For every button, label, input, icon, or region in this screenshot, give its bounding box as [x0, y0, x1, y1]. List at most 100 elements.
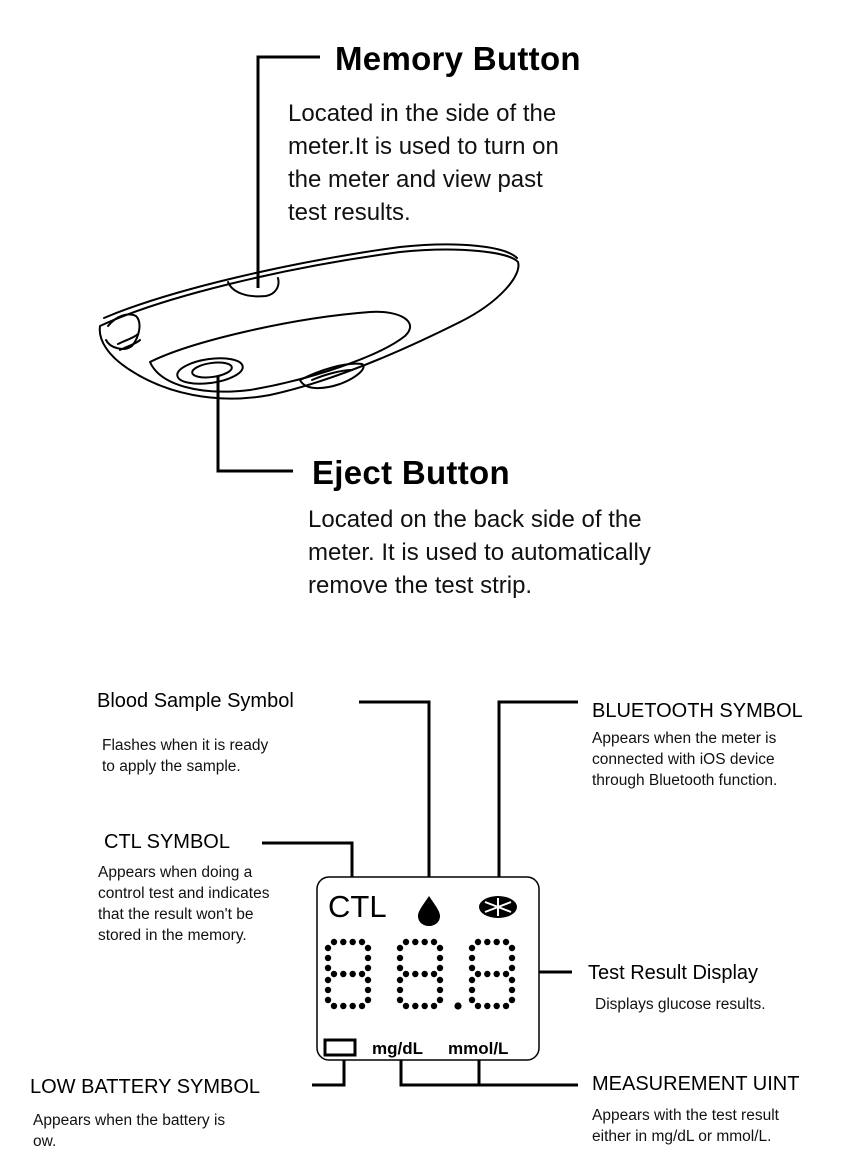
- blood-drop-icon: [418, 896, 440, 926]
- lcd-segment-dot: [340, 970, 347, 978]
- lcd-segment-dot: [474, 938, 482, 946]
- lcd-segment-dot: [436, 964, 444, 972]
- lcd-segment-dot: [324, 976, 332, 984]
- battery-leader-line: [312, 1058, 346, 1087]
- result-line: Displays glucose results.: [595, 996, 766, 1013]
- lcd-segment-dot: [340, 938, 347, 946]
- lcd-segment-dot: [364, 986, 372, 994]
- lcd-segment-dot: [412, 938, 419, 946]
- memory-button-shape: [227, 277, 280, 298]
- lcd-segment-dot: [508, 976, 516, 984]
- unit-line: either in mg/dL or mmol/L.: [592, 1128, 772, 1145]
- lcd-segment-dot: [412, 970, 419, 978]
- lcd-segment-dot: [358, 1002, 366, 1010]
- lcd-segment-dot: [436, 954, 444, 962]
- lcd-segment-dot: [402, 1002, 410, 1010]
- unit-title: MEASUREMENT UINT: [592, 1073, 800, 1095]
- unit-leader-line: [399, 1058, 578, 1087]
- result-title: Test Result Display: [588, 962, 759, 984]
- ctl-leader-line: [262, 841, 354, 880]
- eject-line: remove the test strip.: [308, 572, 533, 599]
- lcd-segment-dot: [502, 970, 510, 978]
- meter-back-panel: [149, 310, 412, 393]
- lcd-segment-dot: [421, 938, 428, 946]
- lcd-segment-dot: [330, 1002, 338, 1010]
- ctl-line: control test and indicates: [98, 885, 270, 902]
- bluetooth-leader-line: [497, 700, 578, 880]
- blood-leader-line: [359, 700, 431, 880]
- lcd-segment-dot: [508, 986, 516, 994]
- battery-icon: [323, 1038, 357, 1057]
- lcd-segment-dot: [493, 970, 500, 978]
- lcd-digit: [324, 938, 372, 1010]
- eject-title: Eject Button: [312, 454, 510, 491]
- lcd-segment-dot: [349, 970, 356, 978]
- lcd-segment-dot: [508, 996, 516, 1004]
- lcd-segment-dot: [412, 1002, 419, 1010]
- lcd-segment-dot: [364, 954, 372, 962]
- ctl-title: CTL SYMBOL: [104, 831, 230, 853]
- lcd-segment-dot: [484, 970, 491, 978]
- lcd-unit-mgdl: mg/dL: [372, 1039, 423, 1058]
- lcd-segment-dot: [396, 944, 404, 952]
- lcd-segment-dot: [474, 970, 482, 978]
- leader-lines: [216, 55, 578, 1087]
- lcd-segment-dot: [430, 1002, 438, 1010]
- unit-line: Appears with the test result: [592, 1107, 779, 1124]
- lcd-segment-dot: [502, 938, 510, 946]
- lcd-segment-dot: [484, 938, 491, 946]
- rear-grip-inner: [311, 369, 353, 381]
- battery-title: LOW BATTERY SYMBOL: [30, 1076, 261, 1098]
- ctl-description: Appears when doing a control test and in…: [98, 862, 308, 946]
- lcd-segment-dot: [340, 1002, 347, 1010]
- lcd-frame: [316, 876, 540, 1061]
- lcd-segment-dot: [474, 1002, 482, 1010]
- result-description: Displays glucose results.: [595, 994, 845, 1015]
- lcd-segment-dot: [330, 938, 338, 946]
- lcd-segment-dot: [324, 986, 332, 994]
- memory-title: Memory Button: [335, 40, 581, 77]
- lcd-segment-dot: [396, 954, 404, 962]
- memory-leader-line: [256, 55, 320, 288]
- lcd-segment-dot: [402, 970, 410, 978]
- lcd-segment-dot: [468, 954, 476, 962]
- ctl-line: Appears when doing a: [98, 864, 253, 881]
- memory-line: test results.: [288, 199, 411, 226]
- lcd-segment-dot: [508, 944, 516, 952]
- nose-grip-2: [119, 339, 141, 351]
- lcd-segment-dot: [364, 944, 372, 952]
- meter-body-outline: [98, 248, 520, 400]
- lcd-segment-dot: [468, 996, 476, 1004]
- bluetooth-icon: [479, 896, 517, 918]
- lcd-segment-dot: [468, 944, 476, 952]
- lcd-segment-dot: [358, 970, 366, 978]
- blood-line: to apply the sample.: [102, 758, 241, 775]
- lcd-segment-dot: [396, 976, 404, 984]
- lcd-segment-dot: [430, 938, 438, 946]
- memory-line: the meter and view past: [288, 166, 543, 193]
- eject-description: Located on the back side of the meter. I…: [308, 503, 768, 602]
- lcd-segment-dot: [349, 938, 356, 946]
- front-nose: [105, 313, 141, 350]
- lcd-segment-dot: [508, 964, 516, 972]
- lcd-segment-dot: [493, 938, 500, 946]
- lcd-segment-dot: [484, 1002, 491, 1010]
- meter-top-edge: [103, 243, 518, 319]
- lcd-segment-dot: [330, 970, 338, 978]
- eject-leader-line: [216, 376, 293, 473]
- lcd-segment-dot: [508, 954, 516, 962]
- lcd-segment-dot: [396, 964, 404, 972]
- bluetooth-line: through Bluetooth function.: [592, 772, 778, 789]
- lcd-segment-dot: [421, 970, 428, 978]
- memory-line: Located in the side of the: [288, 100, 557, 127]
- lcd-segment-dot: [468, 986, 476, 994]
- lcd-segment-dot: [364, 964, 372, 972]
- bluetooth-title: BLUETOOTH SYMBOL: [592, 700, 803, 722]
- nose-grip-1: [117, 333, 139, 345]
- lcd-segment-dot: [436, 976, 444, 984]
- lcd-segment-dot: [402, 938, 410, 946]
- ctl-line: that the result won't be: [98, 906, 254, 923]
- lcd-segment-dot: [349, 1002, 356, 1010]
- blood-description: Flashes when it is ready to apply the sa…: [102, 735, 342, 777]
